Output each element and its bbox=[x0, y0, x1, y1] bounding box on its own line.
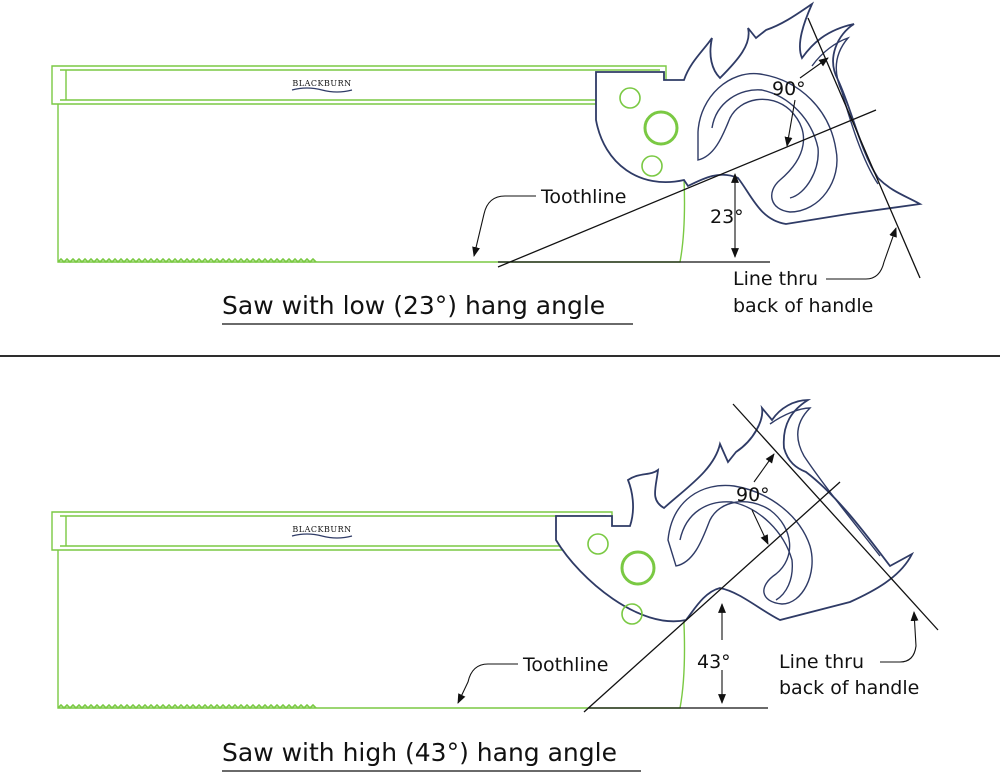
hang-angle-label: 23° bbox=[710, 206, 744, 228]
saw-back bbox=[51, 511, 613, 551]
panel-high-hang-angle: BLACKBURN Toothline 43° 90° bbox=[51, 399, 939, 772]
line-thru-label-2: back of handle bbox=[779, 677, 919, 699]
toothline-leader-arrow bbox=[472, 195, 536, 257]
line-thru-callout: Line thru back of handle bbox=[779, 611, 919, 699]
hang-angle-line bbox=[583, 481, 841, 713]
line-thru-label-1: Line thru bbox=[779, 651, 864, 673]
right-angle-arrow-upper bbox=[753, 453, 775, 483]
brand-stamp: BLACKBURN bbox=[291, 525, 353, 539]
saw-handle bbox=[555, 399, 915, 625]
saw-handle bbox=[595, 1, 923, 225]
toothline-label: Toothline bbox=[540, 186, 626, 208]
angle-construction bbox=[583, 403, 939, 713]
brand-name: BLACKBURN bbox=[292, 525, 351, 534]
brand-stamp: BLACKBURN bbox=[291, 79, 353, 93]
right-angle-arrow-lower bbox=[784, 99, 796, 147]
right-angle-arrow-upper bbox=[799, 57, 829, 79]
right-angle-label: 90° bbox=[772, 78, 806, 100]
line-thru-label-2: back of handle bbox=[733, 295, 873, 317]
caption-high: Saw with high (43°) hang angle bbox=[222, 738, 617, 767]
hang-angle-label: 43° bbox=[697, 651, 731, 673]
line-thru-back-of-handle bbox=[732, 403, 939, 631]
right-angle-label: 90° bbox=[736, 484, 770, 506]
toothline-callout: Toothline bbox=[457, 654, 608, 704]
saw-blade bbox=[57, 104, 686, 264]
toothline-callout: Toothline bbox=[472, 186, 626, 257]
line-thru-callout: Line thru back of handle bbox=[733, 227, 897, 317]
brand-name: BLACKBURN bbox=[292, 79, 351, 88]
angle-construction bbox=[497, 17, 921, 279]
caption-low: Saw with low (23°) hang angle bbox=[222, 291, 605, 320]
hang-angle-line bbox=[497, 109, 877, 268]
line-thru-leader-arrow bbox=[826, 227, 897, 280]
saw-back bbox=[51, 65, 667, 105]
toothline-leader-arrow bbox=[457, 663, 518, 704]
line-thru-label-1: Line thru bbox=[733, 268, 818, 290]
panel-low-hang-angle: BLACKBURN Toothline 23° bbox=[51, 1, 923, 325]
right-angle-arrow-lower bbox=[751, 509, 769, 545]
line-thru-leader-arrow bbox=[880, 611, 919, 663]
toothline-label: Toothline bbox=[522, 654, 608, 676]
